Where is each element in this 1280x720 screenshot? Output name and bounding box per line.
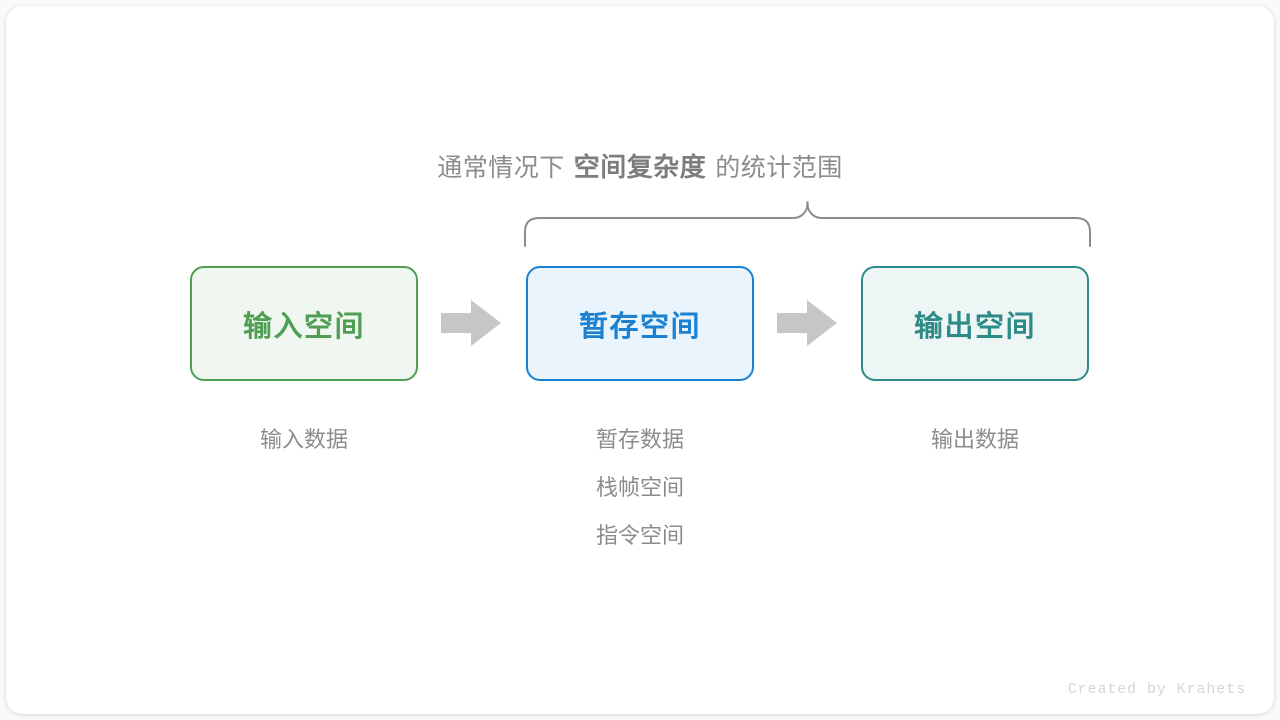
label-item: 指令空间: [595, 523, 684, 548]
caption-prefix: 通常情况下: [437, 154, 565, 182]
box-input-space-label: 输入空间: [242, 310, 365, 343]
label-item: 输出数据: [930, 427, 1019, 452]
scope-brace: [515, 196, 1100, 251]
arrow-temp-to-output: [777, 300, 837, 346]
label-item: 暂存数据: [595, 427, 684, 452]
box-output-space[interactable]: 输出空间: [861, 266, 1089, 381]
label-item: 输入数据: [259, 427, 348, 452]
box-temp-space[interactable]: 暂存空间: [526, 266, 754, 381]
right-arrow-icon: [777, 300, 837, 346]
arrow-input-to-temp: [441, 300, 501, 346]
scope-caption: 通常情况下空间复杂度的统计范围: [0, 149, 1280, 186]
box-temp-space-label: 暂存空间: [578, 310, 701, 343]
caption-emphasis: 空间复杂度: [573, 152, 707, 182]
labels-input-space: 输入数据: [154, 416, 454, 464]
curly-brace-icon: [524, 201, 1091, 247]
labels-temp-space: 暂存数据 栈帧空间 指令空间: [490, 416, 790, 560]
box-output-space-label: 输出空间: [913, 310, 1036, 343]
caption-suffix: 的统计范围: [715, 154, 843, 182]
box-input-space[interactable]: 输入空间: [190, 266, 418, 381]
right-arrow-icon: [441, 300, 501, 346]
label-item: 栈帧空间: [595, 475, 684, 500]
watermark-credit: Created by Krahets: [1067, 681, 1246, 698]
labels-output-space: 输出数据: [825, 416, 1125, 464]
